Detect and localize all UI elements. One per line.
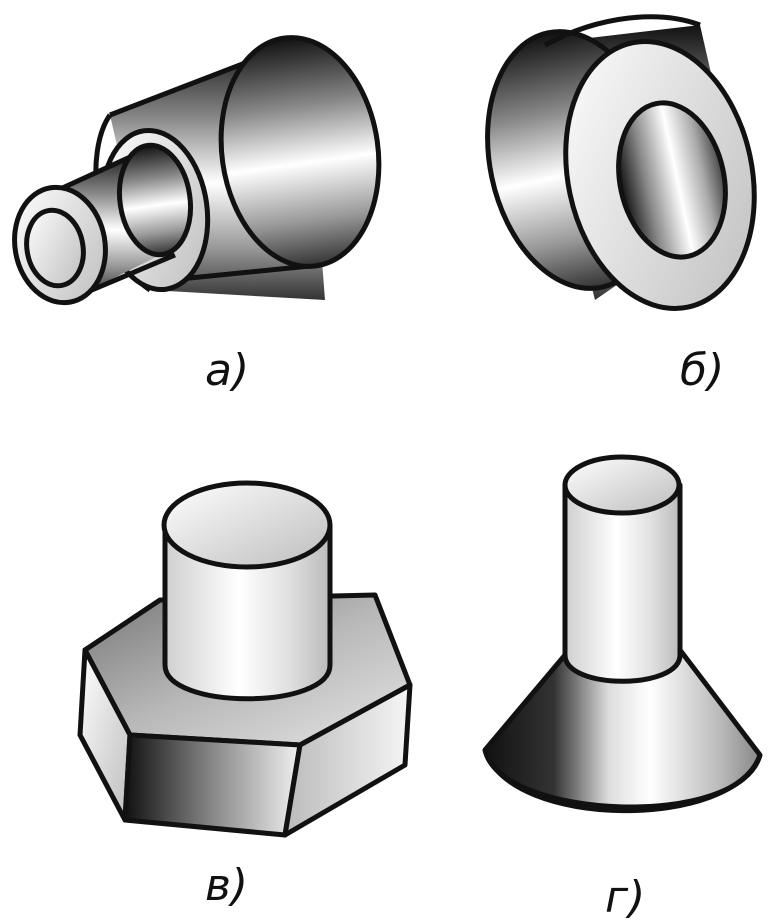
figure-g-cone-cylinder bbox=[482, 454, 763, 814]
caption-a: а) bbox=[205, 345, 249, 396]
caption-g: г) bbox=[605, 872, 645, 921]
figure-a-stepped-shaft bbox=[12, 35, 382, 306]
figure-v-hex-nut-cylinder bbox=[77, 480, 413, 838]
caption-b: б) bbox=[680, 345, 724, 396]
figure-b-bushing bbox=[485, 14, 757, 311]
caption-v: в) bbox=[205, 860, 248, 911]
